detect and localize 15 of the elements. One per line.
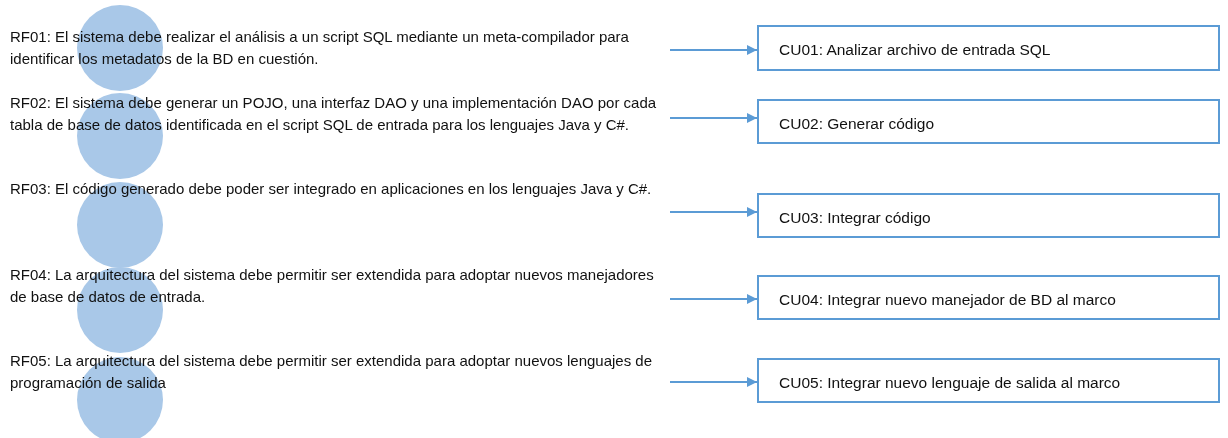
arrow — [669, 45, 758, 55]
requirement-text: RF01: El sistema debe realizar el análisis a un script SQL mediante un meta-compilador para identificar los metadatos de la BD en cuestión. — [10, 26, 670, 70]
arrow — [669, 294, 758, 304]
requirement-text: RF02: El sistema debe generar un POJO, una interfaz DAO y una implementación DAO por cada tabla de base de datos identificada en el script SQL de entrada para los lenguajes Java y C#. — [10, 92, 670, 136]
requirement-text: RF04: La arquitectura del sistema debe permitir ser extendida para adoptar nuevos manejadores de base de datos de entrada. — [10, 264, 670, 308]
requirement-text: RF05: La arquitectura del sistema debe permitir ser extendida para adoptar nuevos lenguajes de programación de salida — [10, 350, 670, 394]
arrow — [669, 377, 758, 387]
requirement-text: RF03: El código generado debe poder ser integrado en aplicaciones en los lenguajes Java y C#. — [10, 178, 670, 200]
use-case-box: CU02: Generar código — [757, 99, 1220, 144]
arrow — [669, 207, 758, 217]
arrow — [669, 113, 758, 123]
use-case-box: CU04: Integrar nuevo manejador de BD al marco — [757, 275, 1220, 320]
use-case-box: CU03: Integrar código — [757, 193, 1220, 238]
use-case-box: CU01: Analizar archivo de entrada SQL — [757, 25, 1220, 71]
use-case-box: CU05: Integrar nuevo lenguaje de salida al marco — [757, 358, 1220, 403]
